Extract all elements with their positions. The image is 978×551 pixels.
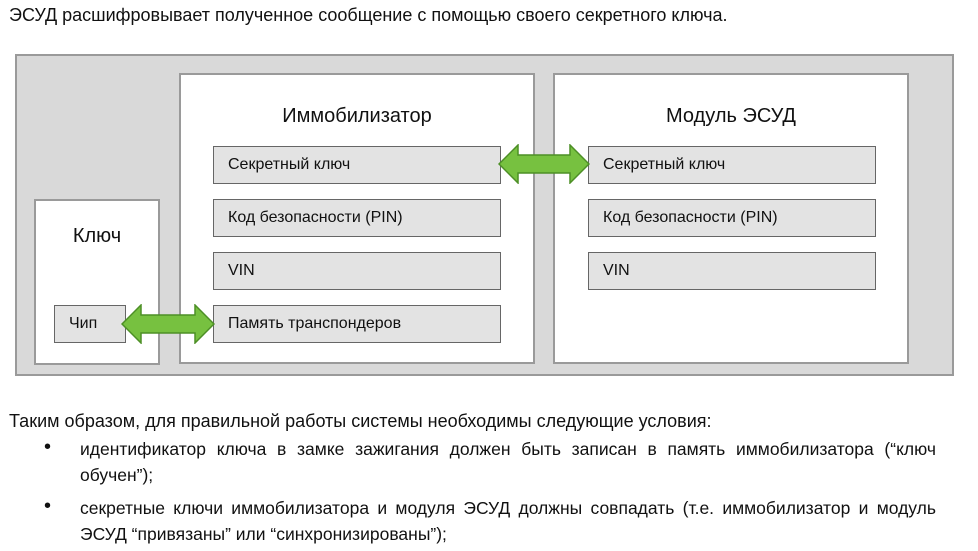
immobilizer-secret-key-field: Секретный ключ — [213, 146, 501, 184]
key-panel-title: Ключ — [72, 225, 122, 247]
ecu-pin-field: Код безопасности (PIN) — [588, 199, 876, 237]
immobilizer-panel-title: Иммобилизатор — [282, 105, 432, 127]
condition-item-1: идентификатор ключа в замке зажигания до… — [80, 439, 936, 485]
immobilizer-vin-field: VIN — [213, 252, 501, 290]
ecu-secret-key-field: Секретный ключ — [588, 146, 876, 184]
condition-item-2: секретные ключи иммобилизатора и модуля … — [80, 498, 936, 544]
intro-text: ЭСУД расшифровывает полученное сообщение… — [9, 5, 728, 25]
bullet-marker-1: • — [44, 436, 52, 458]
ecu-vin-field: VIN — [588, 252, 876, 290]
ecu-panel-title: Модуль ЭСУД — [666, 105, 796, 127]
chip-field: Чип — [54, 305, 126, 343]
immobilizer-panel: Иммобилизатор Секретный ключ Код безопас… — [179, 73, 535, 364]
secret-key-sync-arrow-shape — [498, 144, 590, 184]
bullet-marker-2: • — [44, 495, 52, 517]
transponder-memory-field: Память транспондеров — [213, 305, 501, 343]
key-panel: Ключ Чип — [34, 199, 160, 365]
immobilizer-pin-field: Код безопасности (PIN) — [213, 199, 501, 237]
ecu-panel: Модуль ЭСУД Секретный ключ Код безопасно… — [553, 73, 909, 364]
chip-transponder-arrow-icon — [121, 304, 215, 344]
conditions-intro: Таким образом, для правильной работы сис… — [9, 411, 712, 431]
secret-key-sync-arrow-icon — [498, 144, 590, 184]
chip-transponder-arrow-shape — [121, 304, 215, 344]
